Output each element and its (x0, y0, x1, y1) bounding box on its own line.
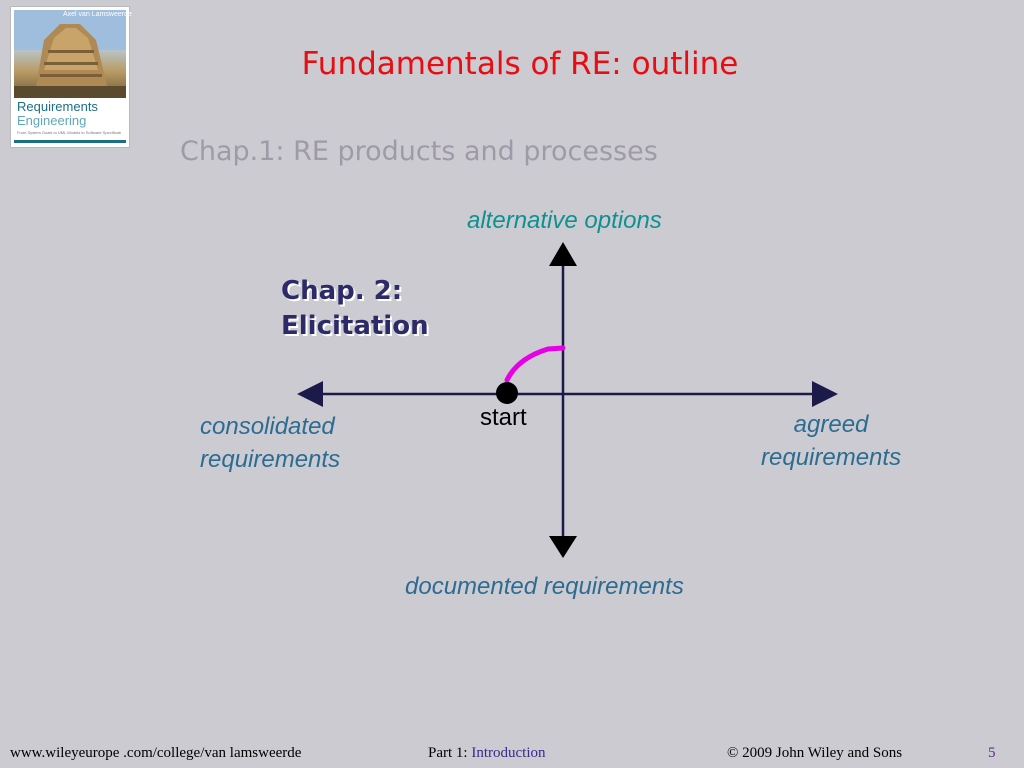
slide-subtitle: Chap.1: RE products and processes (180, 136, 658, 167)
label-agreed-requirements: agreed requirements (761, 408, 901, 474)
arrow-down-icon (549, 536, 577, 558)
arrow-up-icon (549, 242, 577, 266)
cover-bar (14, 140, 126, 143)
footer-section-link[interactable]: Introduction (471, 745, 546, 761)
start-point (496, 382, 518, 404)
cover-title-line1: Requirements (17, 99, 98, 114)
footer-copyright: © 2009 John Wiley and Sons (727, 745, 903, 761)
cover-subtitle: From System Goals to UML Models to Softw… (17, 130, 121, 135)
chapter-heading: Chap. 2: Elicitation (281, 274, 429, 344)
label-alternative-options: alternative options (467, 207, 662, 234)
label-left-line1: consolidated (200, 413, 335, 440)
label-left-line2: requirements (200, 446, 341, 473)
label-right-line1: agreed (793, 411, 869, 438)
cover-title-line2: Engineering (17, 113, 87, 128)
label-right-line2: requirements (761, 444, 902, 471)
cover-painting (14, 10, 126, 98)
label-documented-requirements: documented requirements (405, 573, 684, 600)
footer-part: Part 1: Introduction (428, 745, 546, 762)
arrow-left-icon (297, 381, 323, 407)
progress-curve (504, 345, 566, 383)
footer-part-prefix: Part 1: (428, 745, 472, 761)
slide-title: Fundamentals of RE: outline (301, 46, 739, 82)
chapter-heading-line2: Elicitation (281, 311, 429, 341)
label-consolidated-requirements: consolidated requirements (200, 410, 340, 476)
start-label: start (480, 404, 527, 431)
page-number: 5 (988, 745, 996, 761)
chapter-heading-line1: Chap. 2: (281, 276, 403, 306)
arrow-right-icon (812, 381, 838, 407)
book-cover: Axel van Lamsweerde Requirements Enginee… (10, 6, 132, 148)
cover-author: Axel van Lamsweerde (63, 11, 132, 18)
footer-url[interactable]: www.wileyeurope .com/college/van lamswee… (10, 745, 302, 761)
